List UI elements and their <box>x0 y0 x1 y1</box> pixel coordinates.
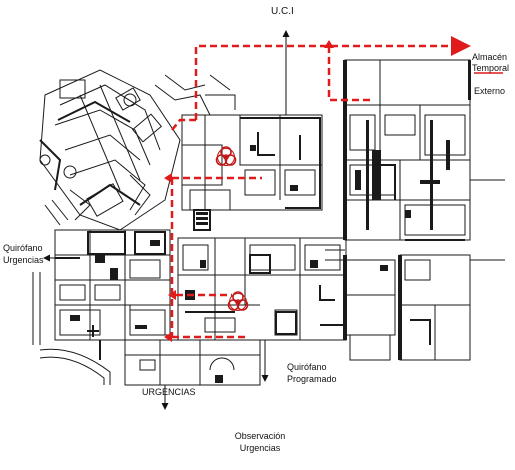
waste-route <box>170 36 471 339</box>
almacen-label-line2: Temporal <box>472 63 510 73</box>
left-wing <box>39 69 211 231</box>
left-center-block <box>54 229 171 341</box>
almacen-label-line1: Almacén <box>472 52 508 62</box>
uci-label: U.C.I <box>271 6 294 17</box>
quirofano-programado-label-line1: Quirófano <box>287 362 327 372</box>
access-arrows <box>43 30 290 410</box>
observacion-urgencias-label-line1: Observación <box>234 431 286 441</box>
quirofano-urgencias-label-line2: Urgencias <box>3 255 44 265</box>
urgencias-label: URGENCIAS <box>142 387 196 397</box>
biohazard-icon <box>215 146 237 166</box>
urgencias-block <box>124 304 261 386</box>
right-buildings <box>325 59 505 361</box>
observacion-urgencias-label-line2: Urgencias <box>239 443 281 453</box>
almacen-label-line3: Externo <box>474 86 506 96</box>
biohazard-icon <box>227 291 249 311</box>
center-upper-block <box>181 74 323 211</box>
quirofano-urgencias-label-line1: Quirófano <box>3 243 43 253</box>
quirofano-programado-label-line2: Programado <box>287 374 337 384</box>
